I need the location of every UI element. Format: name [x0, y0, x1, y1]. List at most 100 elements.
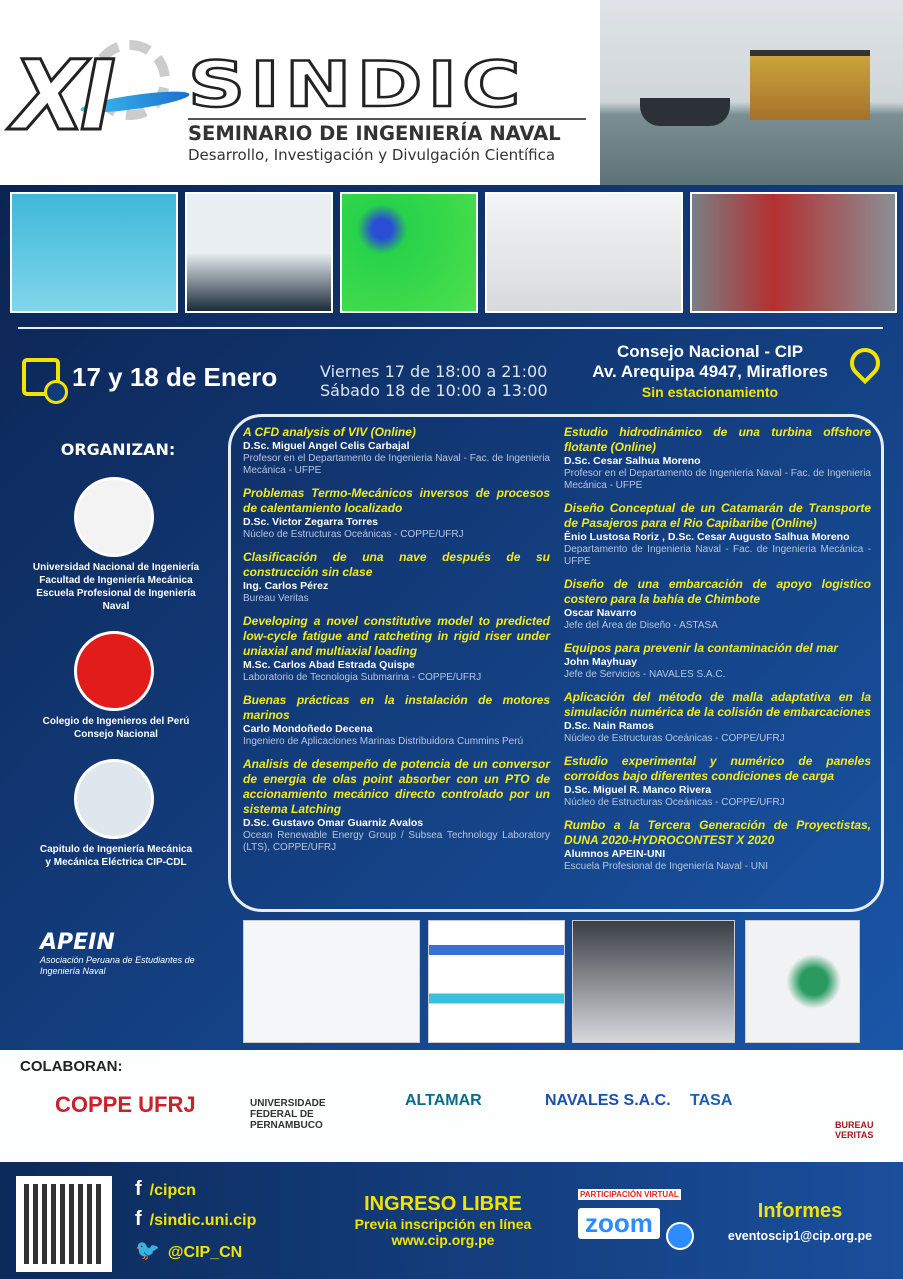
talk-speaker: D.Sc. Cesar Salhua Moreno	[564, 455, 701, 467]
schedule-saturday: Sábado 18 de 10:00 a 13:00	[320, 381, 548, 400]
social-handle[interactable]: /cipcn	[149, 1182, 196, 1199]
apein-logo: APEIN Asociación Peruana de Estudiantes …	[40, 930, 235, 977]
organizer-seal	[74, 477, 154, 557]
talk-affiliation: Núcleo de Estructuras Oceánicas - COPPE/…	[564, 733, 785, 744]
video-camera-icon	[666, 1222, 694, 1250]
website-link[interactable]: www.cip.org.pe	[391, 1232, 495, 1248]
talk-speaker: D.Sc. Nain Ramos	[564, 720, 654, 732]
collision-simulation-figure	[745, 920, 860, 1043]
collaborator-logo: COPPE UFRJ	[55, 1092, 196, 1117]
talk-title: Diseño Conceptual de un Catamarán de Tra…	[564, 501, 871, 530]
tugboat-photo	[185, 192, 333, 313]
talk-speaker: Ing. Carlos Pérez	[243, 580, 329, 592]
talk-affiliation: Profesor en el Departamento de Ingenieri…	[564, 468, 871, 491]
talk-title: Problemas Termo-Mecánicos inversos de pr…	[243, 486, 550, 515]
divider	[188, 118, 586, 120]
talks-column-right: Estudio hidrodinámico de una turbina off…	[564, 425, 871, 882]
talk-speaker: D.Sc. Miguel R. Manco Rivera	[564, 784, 712, 796]
contact-email[interactable]: eventoscip1@cip.org.pe	[727, 1229, 873, 1243]
organizer-name: Universidad Nacional de Ingeniería Facul…	[32, 562, 200, 612]
talk-item: Equipos para prevenir la contaminación d…	[564, 641, 871, 681]
registration-info: INGRESO LIBRE Previa inscripción en líne…	[318, 1192, 568, 1248]
event-info: 17 y 18 de Enero Viernes 17 de 18:00 a 2…	[0, 340, 903, 410]
talk-speaker: Alumnos APEIN-UNI	[564, 848, 666, 860]
collaborator-logo: UNIVERSIDADE FEDERAL DE PERNAMBUCO	[250, 1098, 326, 1131]
apein-name: APEIN	[40, 930, 115, 955]
seminar-subtitle: Desarrollo, Investigación y Divulgación …	[188, 146, 556, 164]
social-link[interactable]: 🐦@CIP_CN	[135, 1238, 242, 1263]
talk-item: Problemas Termo-Mecánicos inversos de pr…	[243, 486, 550, 541]
poster-header: XI SINDIC SEMINARIO DE INGENIERÍA NAVAL …	[0, 0, 903, 185]
talk-title: Rumbo a la Tercera Generación de Proyect…	[564, 818, 871, 847]
divider	[18, 327, 883, 329]
talk-item: Aplicación del método de malla adaptativ…	[564, 690, 871, 745]
venue-address: Av. Arequipa 4947, Miraflores	[592, 362, 828, 381]
talk-speaker: D.Sc. Miguel Angel Celis Carbajal	[243, 440, 410, 452]
talk-speaker: Carlo Mondoñedo Decena	[243, 723, 373, 735]
talk-item: Diseño Conceptual de un Catamarán de Tra…	[564, 501, 871, 568]
footer: f/cipcn f/sindic.uni.cip 🐦@CIP_CN INGRESO …	[0, 1162, 903, 1279]
brand-logo: SINDIC	[186, 47, 526, 123]
talk-title: Aplicación del método de malla adaptativ…	[564, 690, 871, 719]
talk-speaker: D.Sc. Gustavo Omar Guarniz Avalos	[243, 817, 424, 829]
talk-item: Rumbo a la Tercera Generación de Proyect…	[564, 818, 871, 873]
zoom-badge: PARTICIPACIÓN VIRTUAL zoom	[578, 1184, 698, 1250]
organizer-seal	[74, 759, 154, 839]
collaborators-heading: COLABORAN:	[20, 1058, 123, 1075]
talk-speaker: Ênio Lustosa Roriz , D.Sc. Cesar Augusto…	[564, 531, 850, 543]
organizers: ORGANIZAN: Universidad Nacional de Ingen…	[0, 440, 228, 869]
contact-info: Informes eventoscip1@cip.org.pe	[705, 1200, 895, 1243]
schedule-friday: Viernes 17 de 18:00 a 21:00	[320, 362, 548, 381]
talk-item: Analisis de desempeño de potencia de un …	[243, 757, 550, 854]
talk-item: A CFD analysis of VIV (Online)D.Sc. Migu…	[243, 425, 550, 477]
talk-affiliation: Núcleo de Estructuras Oceánicas - COPPE/…	[564, 797, 785, 808]
collaborators: COLABORAN: COPPE UFRJ UNIVERSIDADE FEDERA…	[0, 1050, 903, 1162]
gear-icon	[90, 40, 170, 120]
talk-speaker: Oscar Navarro	[564, 607, 637, 619]
talk-item: Developing a novel constitutive model to…	[243, 614, 550, 684]
talk-affiliation: Bureau Veritas	[243, 593, 309, 604]
talk-speaker: D.Sc. Victor Zegarra Torres	[243, 516, 378, 528]
talks-column-left: A CFD analysis of VIV (Online)D.Sc. Migu…	[243, 425, 550, 863]
social-handle[interactable]: /sindic.uni.cip	[149, 1212, 257, 1229]
qr-code[interactable]	[16, 1176, 112, 1272]
talk-title: Developing a novel constitutive model to…	[243, 614, 550, 658]
talk-title: Analisis de desempeño de potencia de un …	[243, 757, 550, 816]
organizer-name: Capitulo de Ingeniería Mecánica y Mecáni…	[39, 844, 193, 868]
talk-affiliation: Profesor en el Departamento de Ingenieri…	[243, 453, 550, 476]
parking-note: Sin estacionamiento	[641, 384, 779, 400]
talk-item: Diseño de una embarcación de apoyo logis…	[564, 577, 871, 632]
talk-affiliation: Ingeniero de Aplicaciones Marinas Distri…	[243, 736, 524, 747]
event-venue: Consejo Nacional - CIP Av. Arequipa 4947…	[570, 342, 850, 402]
venue-name: Consejo Nacional - CIP	[616, 342, 804, 361]
talk-title: Equipos para prevenir la contaminación d…	[564, 641, 839, 655]
hull-render-photo	[485, 192, 683, 313]
informes-label: Informes	[757, 1200, 843, 1222]
organizer-name: Colegio de Ingenieros del Perú Consejo N…	[42, 716, 190, 740]
virtual-label: PARTICIPACIÓN VIRTUAL	[578, 1189, 681, 1200]
talk-title: Clasificación de una nave después de su …	[243, 550, 550, 579]
talk-item: Estudio hidrodinámico de una turbina off…	[564, 425, 871, 492]
catamaran-photo	[10, 192, 178, 313]
collaborator-logo: NAVALES S.A.C.	[545, 1092, 671, 1109]
social-handle[interactable]: @CIP_CN	[167, 1244, 243, 1261]
talk-affiliation: Ocean Renewable Energy Group / Subsea Te…	[243, 830, 550, 853]
social-link[interactable]: f/sindic.uni.cip	[135, 1208, 256, 1231]
event-schedule: Viernes 17 de 18:00 a 21:00 Sábado 18 de…	[320, 362, 548, 400]
zoom-logo: zoom	[578, 1208, 660, 1239]
organizer-seal	[74, 631, 154, 711]
talk-title: Estudio experimental y numérico de panel…	[564, 754, 871, 783]
panel-test-photo	[572, 920, 735, 1043]
main-panel	[0, 185, 903, 1050]
talk-item: Estudio experimental y numérico de panel…	[564, 754, 871, 809]
calendar-icon	[22, 358, 68, 404]
social-link[interactable]: f/cipcn	[135, 1178, 196, 1201]
talk-title: Diseño de una embarcación de apoyo logis…	[564, 577, 871, 606]
temperature-field-figure	[428, 920, 565, 1043]
free-entry: INGRESO LIBRE	[364, 1193, 522, 1215]
organizers-heading: ORGANIZAN:	[60, 440, 176, 459]
talks-box: A CFD analysis of VIV (Online)D.Sc. Migu…	[228, 414, 884, 912]
event-date: 17 y 18 de Enero	[72, 362, 278, 392]
collaborator-logo: BUREAU VERITAS	[835, 1120, 874, 1140]
seminar-title: SEMINARIO DE INGENIERÍA NAVAL	[188, 122, 561, 145]
